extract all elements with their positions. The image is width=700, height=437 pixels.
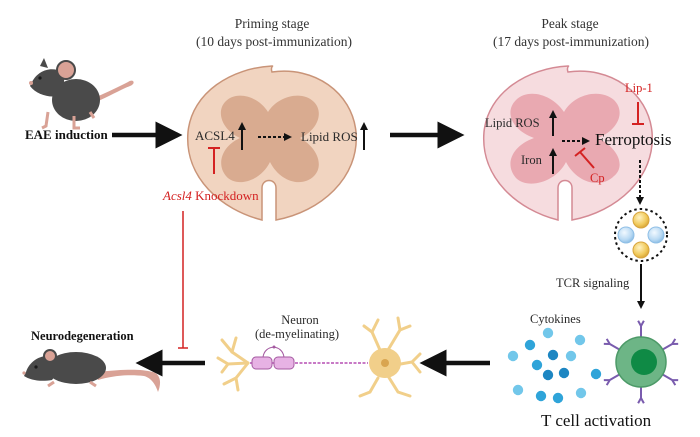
inhibition-lip1 xyxy=(632,102,644,125)
tcr-receptor-icon xyxy=(662,338,679,351)
iron-label: Iron xyxy=(521,153,542,167)
cytokine-dot xyxy=(524,339,536,351)
cytokine-dot xyxy=(590,368,602,380)
antigen-cluster-icon xyxy=(614,208,668,262)
eae-induction-label: EAE induction xyxy=(25,127,108,142)
ferroptosis-label: Ferroptosis xyxy=(595,130,672,149)
tcr-receptor-icon xyxy=(662,373,679,386)
cytokine-dot xyxy=(507,350,519,362)
mouse-icon xyxy=(29,58,134,130)
cytokine-dot xyxy=(574,334,586,346)
cytokines-label: Cytokines xyxy=(530,312,581,326)
mouse-lying-icon xyxy=(22,349,161,392)
cytokine-dot xyxy=(542,369,554,381)
cytokine-dot xyxy=(547,349,559,361)
cytokine-dot xyxy=(558,367,570,379)
tcr-receptor-icon xyxy=(637,387,645,404)
cytokine-dot xyxy=(535,390,547,402)
lipid-ros-priming-label: Lipid ROS xyxy=(301,129,358,144)
neurodegeneration-label: Neurodegeneration xyxy=(31,329,134,343)
tcr-signaling-label: TCR signaling xyxy=(556,276,630,290)
tcr-receptor-icon xyxy=(603,338,620,351)
acsl4-label: ACSL4 xyxy=(195,128,235,143)
cytokine-dot xyxy=(565,350,577,362)
tcr-receptor-icon xyxy=(637,320,645,337)
cytokines-cluster xyxy=(507,327,602,404)
priming-stage-subtitle: (10 days post-immunization) xyxy=(196,34,352,49)
lipid-ros-peak-label: Lipid ROS xyxy=(485,116,540,130)
peak-stage-title: Peak stage xyxy=(541,16,599,31)
cytokine-dot xyxy=(531,359,543,371)
peak-stage-subtitle: (17 days post-immunization) xyxy=(493,34,649,49)
t-cell-activation-label: T cell activation xyxy=(541,411,652,430)
cytokine-dot xyxy=(512,384,524,396)
acsl4-gene-label: Acsl4 xyxy=(163,188,192,203)
neuron-subtitle-label: (de-myelinating) xyxy=(255,327,339,341)
inhibition-knockdown-acsl4 xyxy=(208,147,220,174)
spinal-cord-priming xyxy=(187,65,357,221)
neuron-icon xyxy=(216,316,422,398)
cp-label: Cp xyxy=(590,171,605,185)
cytokine-dot xyxy=(542,327,554,339)
t-cell-icon xyxy=(603,320,679,404)
inhibition-cp xyxy=(574,147,595,169)
cytokine-dot xyxy=(552,392,564,404)
spinal-cord-peak xyxy=(483,65,653,221)
acsl4-knockdown-label: Acsl4 Knockdown xyxy=(163,188,259,204)
neuron-label: Neuron xyxy=(281,313,319,327)
tcr-receptor-icon xyxy=(603,373,620,386)
knockdown-label: Knockdown xyxy=(195,188,259,203)
lip1-label: Lip-1 xyxy=(625,81,653,95)
inhibition-knockdown-neurodegeneration xyxy=(178,211,188,349)
cytokine-dot xyxy=(575,387,587,399)
priming-stage-title: Priming stage xyxy=(234,16,310,31)
